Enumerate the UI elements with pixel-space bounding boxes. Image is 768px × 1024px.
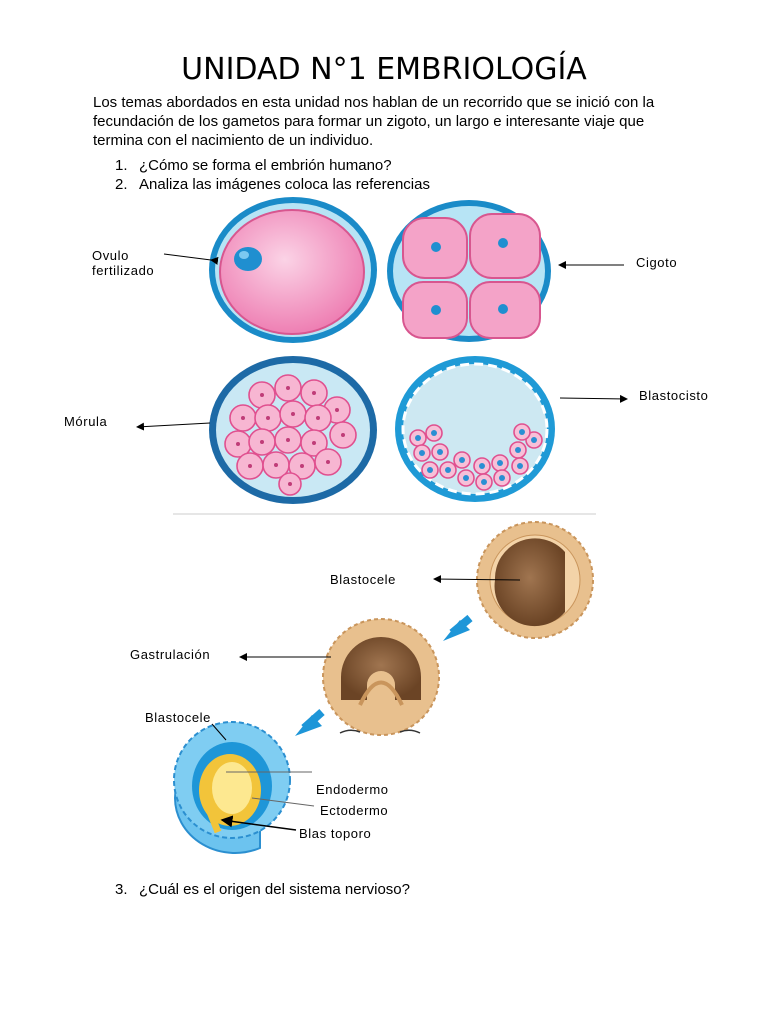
page-title: UNIDAD N°1 EMBRIOLOGÍA [181, 52, 587, 87]
stage-arrow-1-head [443, 620, 470, 641]
label-blastocele-top: Blastocele [330, 572, 396, 587]
morula-arrow [136, 422, 211, 431]
ectodermo-line [251, 797, 315, 807]
question-2-text: Analiza las imágenes coloca las referenc… [139, 176, 430, 193]
cleavage-stage-image [387, 200, 551, 342]
label-morula: Mórula [64, 414, 108, 429]
fertilized-ovum-image [209, 197, 377, 343]
label-blastocisto: Blastocisto [639, 388, 709, 403]
label-ectodermo: Ectodermo [320, 803, 389, 818]
question-1: 1. ¿Cómo se forma el embrión humano? [115, 157, 392, 174]
question-2-number: 2. [115, 176, 128, 193]
blastocisto-arrow [559, 394, 628, 403]
stage-arrow-2-head [295, 715, 322, 736]
gastrula-section-image [173, 721, 291, 854]
question-3-number: 3. [115, 881, 128, 898]
blastocele-bottom-line [211, 723, 227, 741]
label-ovulo-line1: Ovulo [92, 248, 129, 263]
label-blastoporo: Blas toporo [299, 826, 372, 841]
question-1-text: ¿Cómo se forma el embrión humano? [139, 157, 392, 174]
label-blastocele-bottom: Blastocele [145, 710, 211, 725]
question-3: 3. ¿Cuál es el origen del sistema nervios… [115, 881, 410, 898]
gastrula-image [322, 618, 440, 736]
intro-paragraph: Los temas abordados en esta unidad nos h… [93, 94, 655, 149]
label-ovulo-line2: fertilizado [92, 263, 155, 278]
question-1-number: 1. [115, 157, 128, 174]
question-3-text: ¿Cuál es el origen del sistema nervioso? [139, 881, 410, 898]
blastocele-top-arrow [433, 575, 521, 584]
blastocyst-image [395, 356, 555, 502]
morula-image [209, 356, 377, 504]
blastula-image [476, 521, 594, 639]
blastoporo-arrow [220, 815, 297, 831]
label-cigoto: Cigoto [636, 255, 678, 270]
ovulo-arrow [163, 253, 219, 265]
question-2: 2. Analiza las imágenes coloca las refere… [115, 176, 430, 193]
label-endodermo: Endodermo [316, 782, 389, 797]
label-gastrulacion: Gastrulación [130, 647, 211, 662]
